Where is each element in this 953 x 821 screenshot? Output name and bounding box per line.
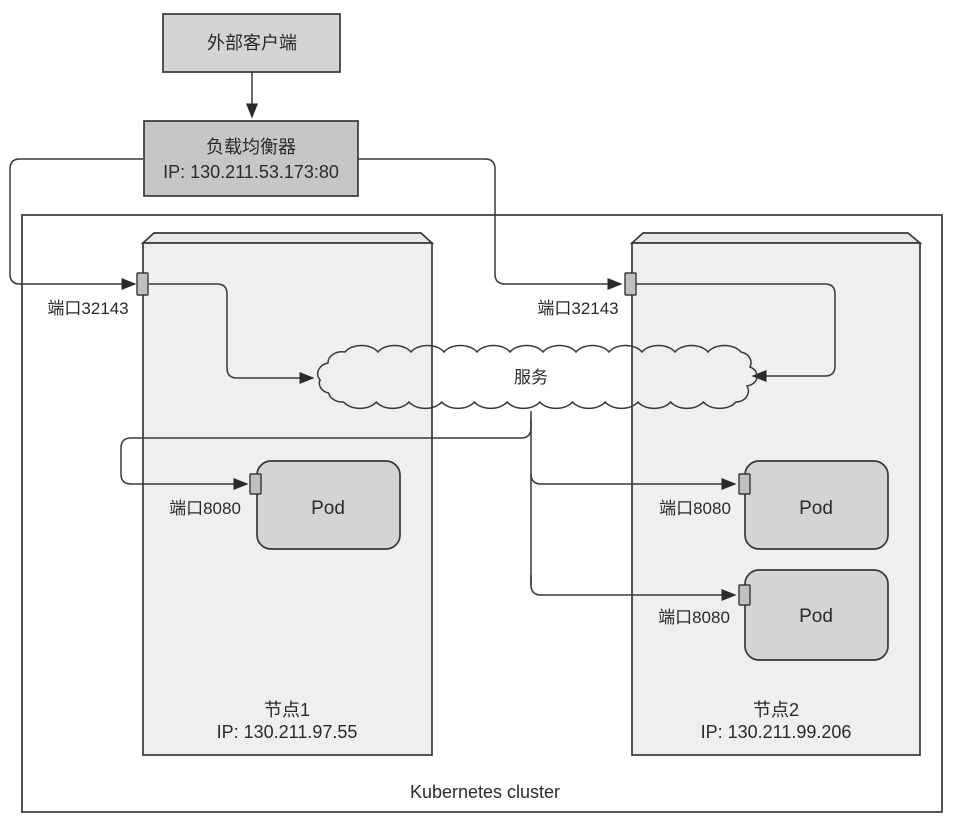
node1-nodeport-connector: [136, 272, 149, 296]
node2-lid: [629, 232, 923, 244]
service-label: 服务: [514, 368, 548, 387]
cluster-label: Kubernetes cluster: [410, 782, 560, 802]
edge-service-to-node2-pod2: [530, 575, 737, 601]
node2-nodeport-label: 端口32143: [537, 299, 618, 318]
node1-name: 节点1: [264, 700, 310, 720]
node1-nodeport-label: 端口32143: [47, 299, 128, 318]
external-client-label: 外部客户端: [207, 33, 297, 53]
edge-service-to-node1-pod: [120, 420, 532, 490]
node2-pod1-label: Pod: [799, 498, 833, 519]
edge-service-to-node2-pod1: [530, 473, 737, 490]
node2-ip: IP: 130.211.99.206: [701, 722, 852, 742]
node2-pod2-port-connector: [738, 584, 751, 606]
node1-lid: [140, 232, 435, 244]
edge-node1-port-to-service: [149, 283, 315, 384]
node1-pod-port-label: 端口8080: [169, 499, 241, 518]
edge-node2-port-to-service: [636, 283, 836, 382]
node1-ip: IP: 130.211.97.55: [217, 722, 358, 742]
service-cloud: [316, 344, 758, 410]
node1-pod-label: Pod: [311, 498, 345, 519]
load-balancer-box: [143, 120, 359, 197]
node2-name: 节点2: [753, 700, 799, 720]
node1-pod-box: [256, 460, 401, 550]
node2-pod1-port-label: 端口8080: [659, 499, 731, 518]
load-balancer-title: 负载均衡器: [206, 137, 296, 157]
node2-pod2-label: Pod: [799, 606, 833, 627]
node2-pod2-box: [744, 569, 889, 661]
node2-pod1-box: [744, 460, 889, 550]
node2-pod2-port-label: 端口8080: [658, 608, 730, 627]
node2-pod1-port-connector: [738, 473, 751, 495]
edge-lb-to-node1-port: [9, 158, 143, 290]
node1-pod-port-connector: [249, 473, 262, 495]
edge-lb-to-node2-port: [358, 158, 623, 290]
load-balancer-ip: IP: 130.211.53.173:80: [163, 162, 339, 182]
node2-nodeport-connector: [624, 272, 637, 296]
